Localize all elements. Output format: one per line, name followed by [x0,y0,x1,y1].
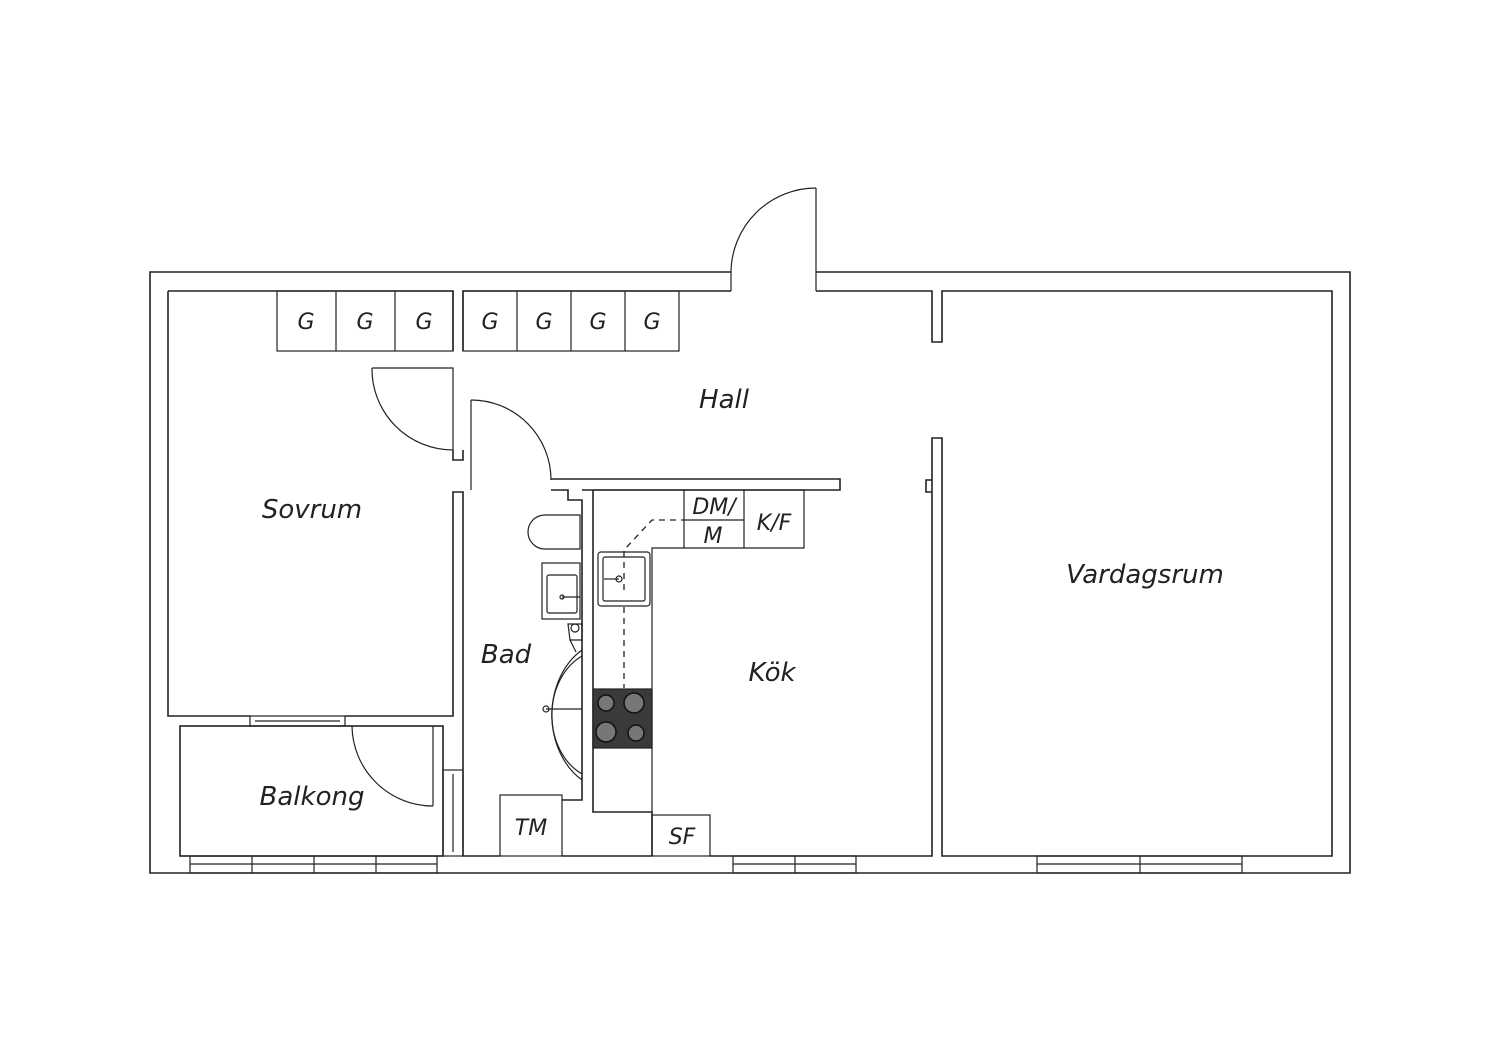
wardrobe-row [276,290,680,352]
stove [592,688,653,749]
room-label-sovrum: Sovrum [262,495,362,525]
room-label-bad: Bad [481,640,532,670]
fixture-label-tm: TM [515,816,547,841]
room-label-vardagsrum: Vardagsrum [1066,560,1224,590]
wardrobe-label: G [297,310,314,335]
wardrobe-label: G [481,310,498,335]
entrance-door [730,187,817,291]
fixture-label-sf: SF [669,825,696,850]
fixture-label-kf: K/F [757,511,792,536]
wardrobe-label: G [589,310,606,335]
wardrobe-label: G [535,310,552,335]
bath-sink [541,562,581,620]
shower [542,623,583,781]
wardrobe-label: G [356,310,373,335]
fixture-boxes [499,794,711,857]
room-label-balkong: Balkong [260,782,365,812]
fixture-label-m: M [704,524,723,549]
kitchen-sink [597,551,651,607]
room-label-kok: Kök [748,658,796,688]
fixture-label-dm: DM/ [692,495,738,520]
room-label-hall: Hall [699,385,750,415]
bathroom-door [470,399,552,490]
bedroom-door [371,367,454,451]
kitchen-counter [593,489,805,812]
toilet [527,514,581,550]
windows [189,855,1243,874]
wardrobe-label: G [415,310,432,335]
wardrobe-label: G [643,310,660,335]
